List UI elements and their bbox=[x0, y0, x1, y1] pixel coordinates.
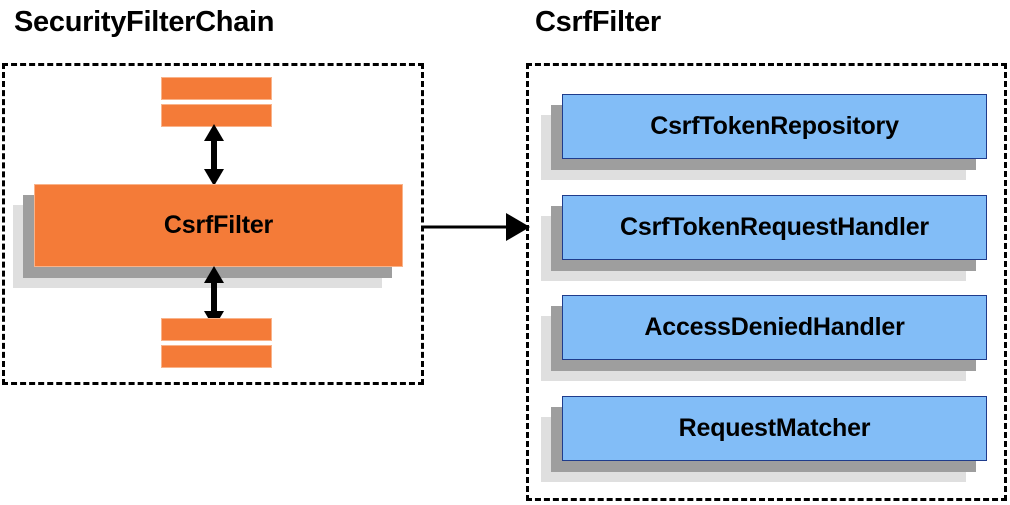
block-access-denied-handler[interactable]: AccessDeniedHandler bbox=[541, 295, 987, 381]
panel-title-csrf-filter: CsrfFilter bbox=[535, 6, 661, 38]
block-csrffilter[interactable]: CsrfFilter bbox=[13, 184, 403, 288]
block-face: CsrfTokenRepository bbox=[562, 94, 987, 159]
block-label: CsrfTokenRepository bbox=[650, 112, 899, 140]
block-label: CsrfFilter bbox=[163, 211, 274, 239]
block-label: RequestMatcher bbox=[678, 414, 871, 442]
block-csrf-token-request-handler[interactable]: CsrfTokenRequestHandler bbox=[541, 195, 987, 281]
filter-bar-upper-2 bbox=[161, 104, 272, 127]
block-face: RequestMatcher bbox=[562, 396, 987, 461]
panel-csrf-filter bbox=[526, 63, 1007, 501]
block-label: AccessDeniedHandler bbox=[644, 313, 905, 341]
block-label: CsrfTokenRequestHandler bbox=[620, 213, 929, 241]
connector-chain-above-to-csrffilter bbox=[204, 124, 224, 186]
filter-bar-lower-1 bbox=[161, 318, 272, 341]
panel-title-security-filter-chain: SecurityFilterChain bbox=[14, 6, 275, 38]
filter-bar-lower-2 bbox=[161, 345, 272, 368]
filter-bar-upper-1 bbox=[161, 77, 272, 100]
block-request-matcher[interactable]: RequestMatcher bbox=[541, 396, 987, 482]
block-face: CsrfTokenRequestHandler bbox=[562, 195, 987, 260]
connector-csrffilter-to-detail bbox=[422, 213, 530, 241]
block-csrf-token-repository[interactable]: CsrfTokenRepository bbox=[541, 94, 987, 180]
panel-security-filter-chain bbox=[2, 63, 424, 385]
block-face: AccessDeniedHandler bbox=[562, 295, 987, 360]
block-face: CsrfFilter bbox=[34, 184, 403, 267]
